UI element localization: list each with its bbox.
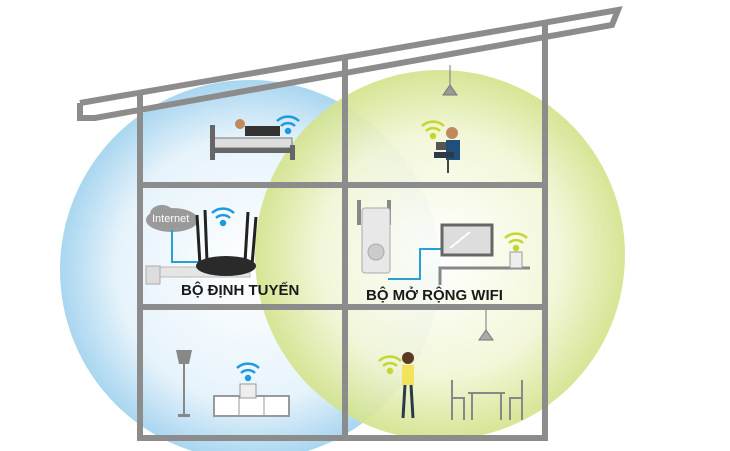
ceiling-lamp-icon (442, 65, 458, 96)
dining-table-icon (451, 380, 523, 420)
speaker-icon (509, 251, 523, 269)
tv-icon (440, 223, 494, 257)
internet-label: Internet (152, 213, 190, 225)
wifi-icon (421, 120, 445, 140)
wifi-repeater-icon (239, 383, 257, 399)
cabinet-icon (213, 395, 290, 417)
person-on-chair-icon (434, 127, 460, 173)
extender-label: BỘ MỞ RỘNG WIFI (366, 287, 503, 304)
wifi-extender-icon (357, 200, 391, 274)
tv-stand (438, 266, 530, 285)
internet-cloud-icon (146, 205, 198, 232)
wifi-icon (236, 362, 260, 382)
ceiling-lamp-icon (478, 310, 494, 341)
extender-coverage-circle (255, 70, 625, 440)
floor-lamp-icon (176, 350, 192, 417)
cable (171, 230, 202, 263)
wifi-icon (504, 232, 528, 252)
wifi-icon (378, 355, 402, 375)
cable (388, 248, 442, 280)
router-label: BỘ ĐỊNH TUYẾN (181, 282, 300, 299)
wifi-icon (211, 207, 235, 227)
person-with-phone-icon (401, 352, 415, 419)
house-frame (77, 6, 623, 441)
wifi-icon (276, 115, 300, 135)
bed-icon (210, 119, 295, 160)
router-icon (195, 209, 258, 276)
